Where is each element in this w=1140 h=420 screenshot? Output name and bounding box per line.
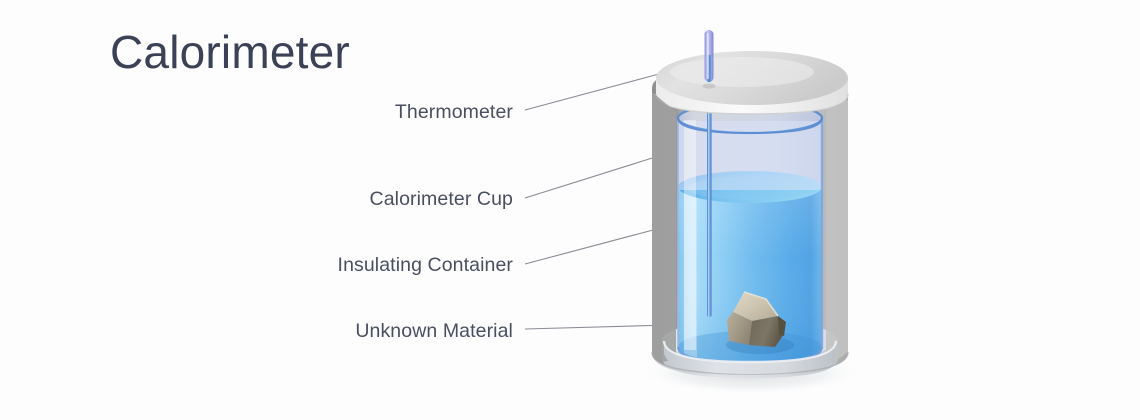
- calorimeter-cup: [676, 101, 824, 364]
- thermometer-stem-highlight: [708, 92, 710, 317]
- thermometer-column-front: [707, 55, 711, 82]
- unknown-material-facet-front: [749, 316, 784, 347]
- base-pedestal-front-lip: [664, 341, 836, 374]
- base-pedestal-front-arc: [662, 340, 838, 364]
- base-pedestal-front: [662, 340, 838, 374]
- lid-thermometer-hole: [702, 83, 716, 89]
- page-title: Calorimeter: [110, 26, 350, 78]
- calorimeter-cup-upper-glass: [678, 121, 822, 190]
- calorimeter-diagram: [640, 30, 864, 395]
- leader-line-insulating-container: [524, 225, 669, 265]
- water-highlight-left: [684, 190, 697, 360]
- insulating-container-wall-right-visible: [826, 100, 848, 361]
- unknown-material-edge-highlight: [743, 291, 779, 317]
- unknown-material-facet-left: [727, 312, 752, 345]
- lid-highlight: [670, 57, 814, 87]
- calorimeter-cup-highlight: [684, 120, 696, 350]
- label-thermometer: Thermometer: [395, 101, 514, 123]
- unknown-material: [726, 291, 794, 354]
- label-insulating-container: Insulating Container: [338, 254, 514, 276]
- thermometer-tube-front-highlight: [706, 33, 709, 79]
- callout-labels: Thermometer Calorimeter Cup Insulating C…: [338, 101, 514, 342]
- thermometer-above-lid: [704, 30, 714, 82]
- unknown-material-facet-right: [778, 316, 786, 336]
- calorimeter-cup-rim-front-arc: [677, 117, 823, 135]
- unknown-material-facet-top: [733, 292, 778, 321]
- insulating-container-wall-left-visible: [652, 92, 676, 362]
- water-bottom-curve: [678, 331, 822, 363]
- label-calorimeter-cup: Calorimeter Cup: [370, 188, 514, 210]
- water-volume: [678, 187, 822, 364]
- calorimeter-lid: [655, 51, 849, 115]
- label-unknown-material: Unknown Material: [355, 320, 513, 342]
